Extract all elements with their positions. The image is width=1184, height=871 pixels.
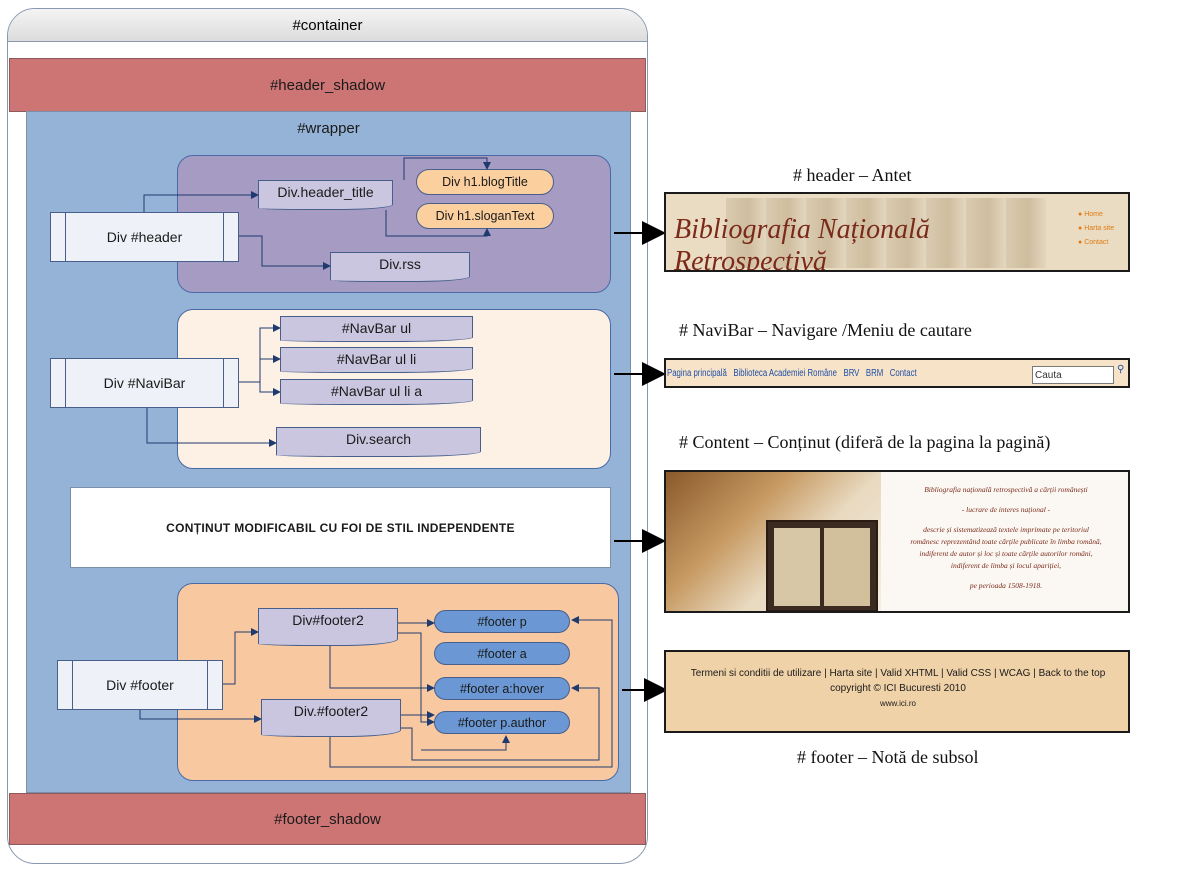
header-shadow-band: #header_shadow: [9, 58, 646, 112]
footer-shot-links[interactable]: Termeni si conditii de utilizare | Harta…: [690, 668, 1106, 679]
content-shot-text: Bibliografia națională retrospectivă a c…: [910, 485, 1102, 590]
header-title-node: Div.header_title: [258, 180, 393, 210]
home-link[interactable]: Home: [1084, 211, 1103, 218]
contact-link[interactable]: Contact: [1084, 239, 1109, 246]
search-node: Div.search: [276, 427, 481, 457]
content-screenshot: Bibliografia națională retrospectivă a c…: [664, 470, 1130, 613]
header-screenshot: Bibliografia Națională Retrospectivă ● H…: [664, 192, 1130, 272]
harta-link[interactable]: Harta site: [1084, 225, 1115, 232]
footer2-node-top: Div#footer2: [258, 608, 398, 646]
navibar-shot-links: Pagina principală Biblioteca Academiei R…: [667, 368, 917, 379]
caption-footer: # footer – Notă de subsol: [797, 747, 979, 767]
div-navibar-node: Div #NaviBar: [50, 358, 239, 408]
div-header-node: Div #header: [50, 212, 239, 262]
navibar-screenshot: Pagina principală Biblioteca Academiei R…: [664, 358, 1130, 388]
wrapper-label: #wrapper: [297, 120, 360, 137]
caption-header: # header – Antet: [793, 165, 912, 185]
nav-link-contact[interactable]: Contact: [889, 368, 917, 379]
search-icon[interactable]: ⚲: [1117, 364, 1125, 375]
footer-shadow-band: #footer_shadow: [9, 793, 646, 845]
navbar-ul-li-a-node: #NavBar ul li a: [280, 379, 473, 405]
caption-navibar: # NaviBar – Navigare /Meniu de cautare: [679, 320, 972, 340]
footer-screenshot: Termeni si conditii de utilizare | Harta…: [664, 650, 1130, 733]
content-box: CONȚINUT MODIFICABIL CU FOI DE STIL INDE…: [70, 487, 611, 568]
footer-p-author-node: #footer p.author: [434, 711, 570, 734]
div-footer-node: Div #footer: [57, 660, 223, 710]
caption-content: # Content – Conținut (diferă de la pagin…: [679, 432, 1051, 452]
container-title: #container: [8, 9, 647, 42]
footer-a-node: #footer a: [434, 642, 570, 665]
footer2-node-bottom: Div.#footer2: [261, 699, 401, 737]
portrait-strip: [726, 198, 1046, 268]
footer-shot-copyright: copyright © ICI Bucuresti 2010: [830, 683, 966, 694]
footer-shot-site[interactable]: www.ici.ro: [879, 699, 916, 708]
navibar-search-input[interactable]: Cauta: [1032, 366, 1114, 384]
nav-link-brv[interactable]: BRV: [843, 368, 860, 379]
nav-link-brm[interactable]: BRM: [865, 368, 884, 379]
nav-link-home[interactable]: Pagina principală: [667, 368, 727, 379]
open-book-image: [766, 520, 878, 611]
rss-node: Div.rss: [330, 252, 470, 282]
header-shot-title: Bibliografia Națională Retrospectivă: [674, 214, 930, 272]
footer-shot-text: Termeni si conditii de utilizare | Harta…: [670, 666, 1126, 711]
slogan-text-node: Div h1.sloganText: [416, 203, 554, 229]
navbar-ul-node: #NavBar ul: [280, 316, 473, 342]
header-shot-links: ● Home ● Harta site ● Contact: [1078, 211, 1115, 246]
nav-link-biblioteca[interactable]: Biblioteca Academiei Române: [733, 368, 837, 379]
